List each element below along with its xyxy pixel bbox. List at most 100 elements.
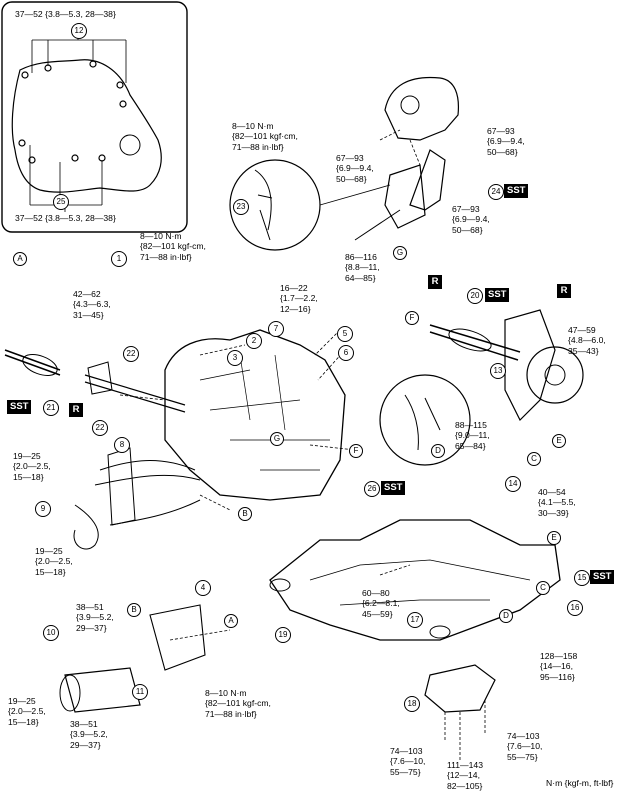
engine-mount	[384, 76, 460, 211]
torque-label-16-22: 16—22 {1.7—2.2, 12—16}	[280, 283, 318, 314]
detail-circle-1-part	[254, 169, 273, 241]
ref-a-bracket: A	[224, 614, 238, 628]
starter	[64, 667, 141, 713]
left-cv-boot	[22, 354, 58, 376]
callout-26: 26	[364, 481, 380, 497]
callout-18: 18	[404, 696, 420, 712]
joint-shaft-bracket	[87, 361, 113, 395]
knuckle	[504, 309, 556, 422]
crossmember-mount-left	[269, 578, 291, 592]
callout-19: 19	[275, 627, 291, 643]
rear-mount-bolts	[444, 700, 486, 760]
torque-label-67-93-left: 67—93 {6.9—9.4, 50—68}	[336, 153, 374, 184]
callout-7: 7	[268, 321, 284, 337]
sst-tag-transaxle: SST	[381, 481, 406, 495]
inset-bolts	[18, 60, 127, 164]
inset-case-outline	[11, 59, 162, 193]
callout-25: 25	[53, 194, 69, 210]
callout-3: 3	[227, 350, 243, 366]
callout-23: 23	[233, 199, 249, 215]
replace-tag-seal: R	[69, 403, 83, 417]
replace-tag-clip: R	[428, 275, 442, 289]
crossmember	[269, 519, 561, 641]
ref-g-mount: G	[393, 246, 407, 260]
callout-10: 10	[43, 625, 59, 641]
ref-b-bracket: B	[127, 603, 141, 617]
ref-e-arm: E	[547, 531, 561, 545]
mount-bracket	[384, 164, 426, 229]
hub-center	[544, 364, 566, 386]
detail-circle-2	[379, 374, 471, 466]
callout-9: 9	[35, 501, 51, 517]
sst-tag-left-shaft: SST	[7, 400, 32, 414]
transaxle-details	[199, 354, 330, 471]
ref-b-transaxle: B	[238, 507, 252, 521]
transaxle-body	[164, 329, 346, 501]
torque-label-40-54: 40—54 {4.1—5.5, 30—39}	[538, 487, 576, 518]
mount-bushing	[400, 95, 420, 115]
torque-label-19-25-upper: 19—25 {2.0—2.5, 15—18}	[13, 451, 51, 482]
sst-tag-tie-rod: SST	[590, 570, 615, 584]
ref-c-knuckle: C	[527, 452, 541, 466]
cable-coil	[73, 504, 99, 550]
torque-label-8-10-hose: 8—10 N·m {82—101 kgf-cm, 71—88 in·lbf}	[140, 231, 206, 262]
mount-dashed	[379, 129, 421, 166]
callout-13: 13	[490, 363, 506, 379]
callout-6: 6	[338, 345, 354, 361]
dashed-leaders	[119, 329, 411, 641]
detail-circle-2-part	[404, 394, 441, 451]
ref-g-transaxle: G	[270, 432, 284, 446]
torque-label-47-59: 47—59 {4.8—6.0, 35—43}	[568, 325, 606, 356]
torque-label-111-143: 111—143 {12—14, 82—105}	[447, 760, 483, 791]
callout-22-lower: 22	[92, 420, 108, 436]
detail-circle-1-lines	[319, 184, 391, 206]
callout-1: 1	[111, 251, 127, 267]
callout-5: 5	[337, 326, 353, 342]
sst-tag-mount: SST	[504, 184, 529, 198]
joint-shaft	[84, 374, 186, 413]
starter-end	[59, 674, 81, 712]
ref-e-knuckle: E	[552, 434, 566, 448]
torque-label-38-51-upper: 38—51 {3.9—5.2, 29—37}	[76, 602, 114, 633]
ref-c-arm: C	[536, 581, 550, 595]
callout-4: 4	[195, 580, 211, 596]
inset-bore	[119, 134, 141, 156]
crossmember-inner	[309, 559, 531, 606]
callout-14: 14	[505, 476, 521, 492]
torque-label-67-93-bottom: 67—93 {6.9—9.4, 50—68}	[452, 204, 490, 235]
callout-15: 15	[574, 570, 590, 586]
torque-label-86-116: 86—116 {8.8—11, 64—85}	[345, 252, 380, 283]
torque-label-19-25-lower: 19—25 {2.0—2.5, 15—18}	[8, 696, 46, 727]
torque-label-inset-top: 37—52 {3.8—5.3, 28—38}	[15, 9, 116, 19]
torque-label-42-62: 42—62 {4.3—6.3, 31—45}	[73, 289, 111, 320]
callout-22-upper: 22	[123, 346, 139, 362]
torque-label-60-80: 60—80 {6.2—8.1, 45—59}	[362, 588, 400, 619]
callout-2: 2	[246, 333, 262, 349]
ref-f-driveshaft: F	[405, 311, 419, 325]
callout-17: 17	[407, 612, 423, 628]
torque-label-67-93-top: 67—93 {6.9—9.4, 50—68}	[487, 126, 525, 157]
torque-label-8-10-engine: 8—10 N·m {82—101 kgf·cm, 71—88 in·lbf}	[232, 121, 298, 152]
callout-24: 24	[488, 184, 504, 200]
right-cv-boot	[448, 328, 492, 352]
inset-leaders	[29, 30, 127, 212]
crossmember-mount-right	[429, 625, 451, 639]
mount-bolt	[354, 209, 401, 241]
right-driveshaft	[429, 324, 521, 361]
replace-tag-cotter: R	[557, 284, 571, 298]
callout-11: 11	[132, 684, 148, 700]
callout-16: 16	[567, 600, 583, 616]
left-driveshaft	[4, 349, 61, 376]
torque-label-74-103-left: 74—103 {7.6—10, 55—75}	[390, 746, 426, 777]
torque-label-88-115: 88—115 {9.0—11, 65—84}	[455, 420, 490, 451]
hub	[526, 346, 584, 404]
ref-a-hose: A	[13, 252, 27, 266]
sst-tag-driveshaft: SST	[485, 288, 510, 302]
torque-label-38-51-lower: 38—51 {3.9—5.2, 29—37}	[70, 719, 108, 750]
shift-cable-bracket	[107, 447, 136, 526]
rear-mount	[424, 664, 496, 713]
callout-8: 8	[114, 437, 130, 453]
shift-cables	[94, 460, 201, 526]
